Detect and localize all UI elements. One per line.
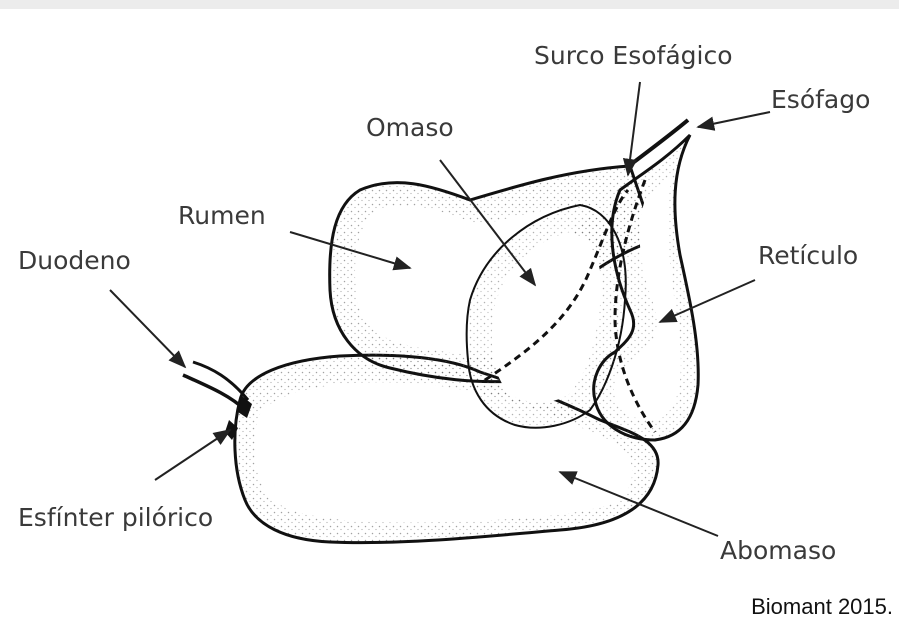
- label-esfinter-pilorico: Esfínter pilórico: [18, 505, 213, 530]
- label-rumen: Rumen: [178, 203, 266, 228]
- label-reticulo: Retículo: [758, 243, 858, 268]
- label-abomaso: Abomaso: [720, 538, 836, 563]
- label-esofago: Esófago: [771, 87, 870, 112]
- label-surco-esofagico: Surco Esofágico: [534, 43, 733, 68]
- arrow-duodeno: [110, 290, 185, 367]
- arrow-esfinter: [155, 430, 230, 480]
- label-omaso: Omaso: [366, 115, 454, 140]
- label-duodeno: Duodeno: [18, 248, 131, 273]
- arrow-esofago: [698, 112, 770, 127]
- source-caption: Biomant 2015.: [751, 596, 893, 618]
- duodenum: [183, 375, 245, 410]
- stomach-diagram: [0, 0, 899, 590]
